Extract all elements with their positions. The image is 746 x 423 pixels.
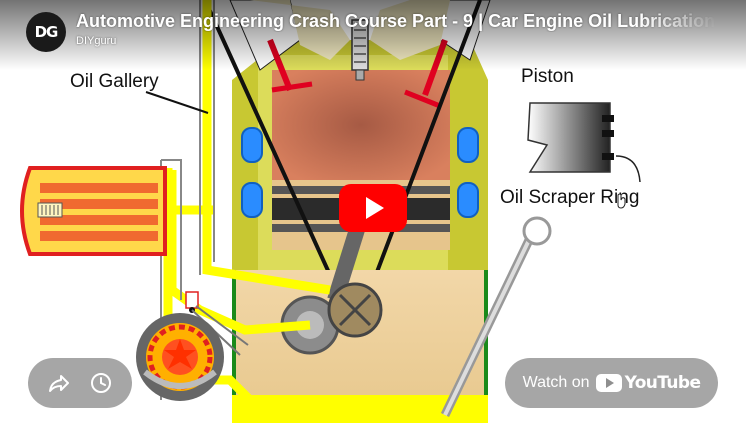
share-icon [49, 375, 69, 392]
dipstick [440, 216, 552, 417]
youtube-logo-icon [595, 374, 622, 392]
label-oil-scraper-ring: Oil Scraper Ring [500, 187, 639, 208]
piston-detail-inset [527, 102, 641, 183]
oil-filter [20, 166, 167, 256]
label-oil-gallery: Oil Gallery [70, 71, 159, 92]
oil-pump [136, 313, 224, 401]
channel-avatar[interactable]: DG [26, 12, 66, 52]
watch-later-button[interactable] [83, 365, 119, 401]
label-piston: Piston [521, 66, 574, 87]
clock-icon [91, 373, 111, 393]
channel-name[interactable]: DIYguru [76, 35, 117, 47]
youtube-wordmark: YouTube [624, 373, 701, 393]
hand-cursor-icon [617, 193, 626, 209]
action-buttons-group [28, 358, 132, 408]
watch-on-label: Watch on [522, 374, 590, 391]
watch-on-youtube-button[interactable]: Watch on YouTube [505, 358, 718, 408]
youtube-logo: YouTube [595, 373, 701, 393]
play-button[interactable] [339, 184, 407, 232]
title-overlay-shade [0, 0, 746, 70]
play-icon [366, 197, 384, 219]
share-button[interactable] [41, 365, 77, 401]
video-title[interactable]: Automotive Engineering Crash Course Part… [76, 11, 716, 31]
